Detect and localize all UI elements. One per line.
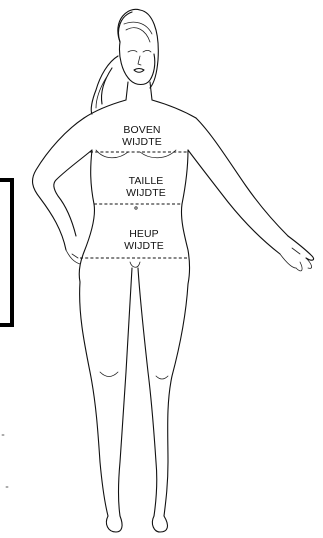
hip-label-line1: HEUP — [129, 228, 159, 240]
waist-label-line1: TAILLE — [129, 175, 164, 187]
left-frame-box — [0, 180, 12, 325]
hair — [91, 9, 158, 114]
hip-label-line2: WIJDTE — [124, 240, 164, 252]
bust-label-line2: WIJDTE — [122, 136, 162, 148]
right-arm — [188, 118, 314, 271]
left-arm — [33, 118, 92, 264]
face — [119, 42, 154, 85]
bust-label-line1: BOVEN — [123, 124, 160, 136]
legs — [80, 262, 188, 532]
waist-label-line2: WIJDTE — [126, 187, 166, 199]
